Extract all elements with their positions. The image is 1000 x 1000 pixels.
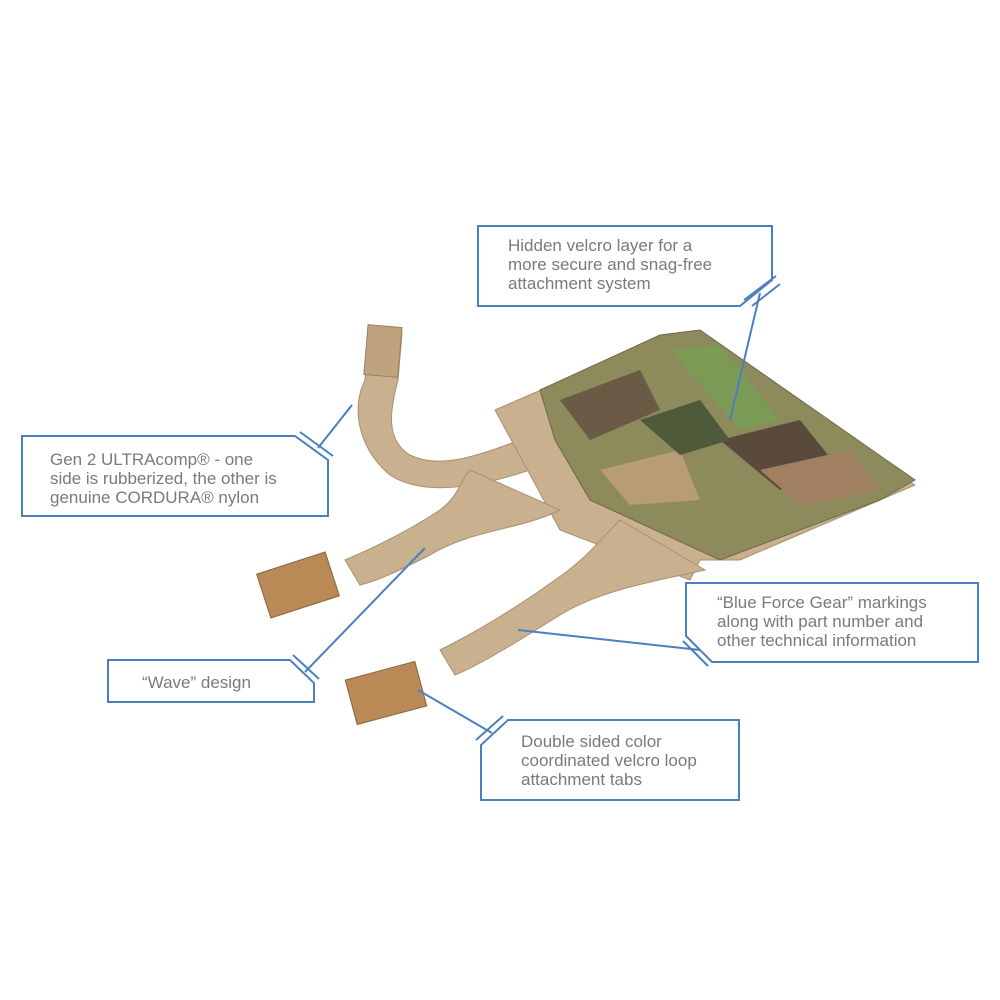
callout-line: more secure and snag-free (508, 255, 713, 274)
callout-line: coordinated velcro loop (521, 751, 697, 770)
callout-markings: “Blue Force Gear” markings along with pa… (717, 593, 927, 650)
callout-frame-tabs (480, 719, 740, 801)
velcro-tab-left (256, 551, 340, 619)
callout-hidden-velcro: Hidden velcro layer for a more secure an… (508, 236, 712, 293)
strap-tab (363, 324, 403, 378)
callout-line: other technical information (717, 631, 917, 650)
callout-line: along with part number and (717, 612, 924, 631)
callout-line: attachment system (508, 274, 651, 293)
callout-line: side is rubberized, the other is (50, 469, 277, 488)
callout-frame-ultracomp (21, 435, 329, 517)
leader-lines (292, 275, 781, 741)
callout-tabs: Double sided color coordinated velcro lo… (521, 732, 697, 789)
right-leg (439, 519, 707, 676)
callout-line: “Wave” design (142, 673, 251, 692)
velcro-tab-right (344, 660, 428, 726)
callout-frame-hidden-velcro (477, 225, 773, 307)
callout-line: attachment tabs (521, 770, 642, 789)
callout-line: “Blue Force Gear” markings (717, 593, 927, 612)
callout-line: genuine CORDURA® nylon (50, 488, 260, 507)
callout-line: Hidden velcro layer for a (508, 236, 693, 255)
callout-line: Double sided color (521, 732, 662, 751)
callout-frame-markings (685, 582, 979, 663)
left-leg (344, 469, 562, 586)
callout-line: Gen 2 ULTRAcomp® - one (50, 450, 254, 469)
callout-wave: “Wave” design (142, 673, 251, 692)
callout-frames (21, 225, 979, 801)
callout-ultracomp: Gen 2 ULTRAcomp® - one side is rubberize… (50, 450, 277, 507)
callout-frame-wave (107, 659, 315, 703)
